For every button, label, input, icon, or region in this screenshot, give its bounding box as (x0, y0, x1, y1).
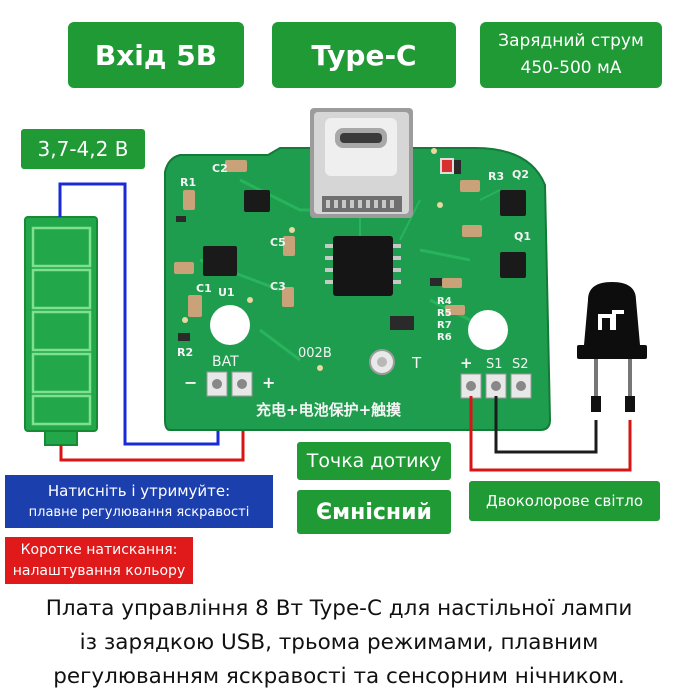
silk-q2: Q2 (512, 168, 529, 181)
short-desc: налаштування кольору (12, 562, 186, 579)
hold-desc: плавне регулювання яскравості (28, 504, 250, 520)
led-wire-black (494, 396, 598, 454)
silk-r4: R4 (437, 296, 452, 307)
silk-u1: U1 (218, 286, 235, 299)
pcb-board (164, 108, 552, 431)
capacitive-badge: Ємнісний (297, 490, 451, 534)
silk-bat: BAT (212, 354, 239, 370)
hold-instruction-badge: Натисніть і утримуйте: плавне регулюванн… (5, 475, 273, 528)
silk-q1: Q1 (514, 230, 531, 243)
caption-line-3: регулюванням яскравості та сенсорним ніч… (53, 664, 625, 689)
led-icon (577, 282, 647, 412)
silk-r2: R2 (177, 346, 193, 359)
bicolor-light-badge: Двоколорове світло (469, 481, 660, 521)
battery-wire-blue (58, 182, 220, 446)
charge-current-line1: Зарядний струм (498, 31, 644, 51)
charge-current-badge: Зарядний струм 450-500 мА (480, 22, 662, 88)
silk-model: 002B (298, 346, 332, 361)
hold-title: Натисніть і утримуйте: (47, 481, 231, 500)
charge-current-line2: 450-500 мА (520, 58, 622, 78)
bicolor-light-label: Двоколорове світло (485, 492, 644, 510)
silk-c3: C3 (270, 280, 286, 293)
short-title: Коротке натискання: (20, 541, 178, 558)
board-illustration: C2 R1 C5 C3 C1 U1 R2 R3 Q2 Q1 R4 R5 R7 R… (24, 108, 647, 472)
type-c-badge: Type-C (272, 22, 456, 88)
silk-plus: + (262, 373, 275, 392)
silk-chinese: 充电+电池保护+触摸 (256, 401, 401, 419)
silk-r5: R5 (437, 308, 452, 319)
silk-c2: C2 (212, 162, 228, 175)
silk-r3: R3 (488, 170, 504, 183)
battery-icon (24, 216, 98, 446)
silk-c1: C1 (196, 282, 212, 295)
touch-point-label: Точка дотику (306, 450, 442, 472)
caption-line-2: із зарядкою USB, трьома режимами, плавни… (79, 630, 599, 655)
silk-c5: C5 (270, 236, 286, 249)
battery-voltage-badge: 3,7-4,2 В (21, 129, 145, 169)
silk-s1: S1 (486, 357, 503, 372)
battery-voltage-label: 3,7-4,2 В (37, 137, 129, 161)
silk-r1: R1 (180, 176, 196, 189)
silk-s2: S2 (512, 357, 529, 372)
capacitive-label: Ємнісний (316, 499, 432, 525)
silk-r6: R6 (437, 332, 452, 343)
silk-t: T (411, 354, 422, 372)
type-c-label: Type-C (311, 38, 417, 72)
silk-minus: − (184, 373, 197, 392)
touch-point-badge: Точка дотику (297, 442, 451, 480)
input-5v-label: Вхід 5В (94, 38, 218, 72)
caption-line-1: Плата управління 8 Вт Type-C для настіль… (45, 596, 633, 621)
silk-r7: R7 (437, 320, 452, 331)
silkscreen-labels: C2 R1 C5 C3 C1 U1 R2 R3 Q2 Q1 R4 R5 R7 R… (177, 162, 531, 419)
silk-plus-right: + (460, 354, 473, 372)
input-5v-badge: Вхід 5В (68, 22, 244, 88)
short-press-badge: Коротке натискання: налаштування кольору (5, 537, 193, 584)
product-caption: Плата управління 8 Вт Type-C для настіль… (0, 592, 678, 694)
led-wire-red (469, 396, 632, 472)
